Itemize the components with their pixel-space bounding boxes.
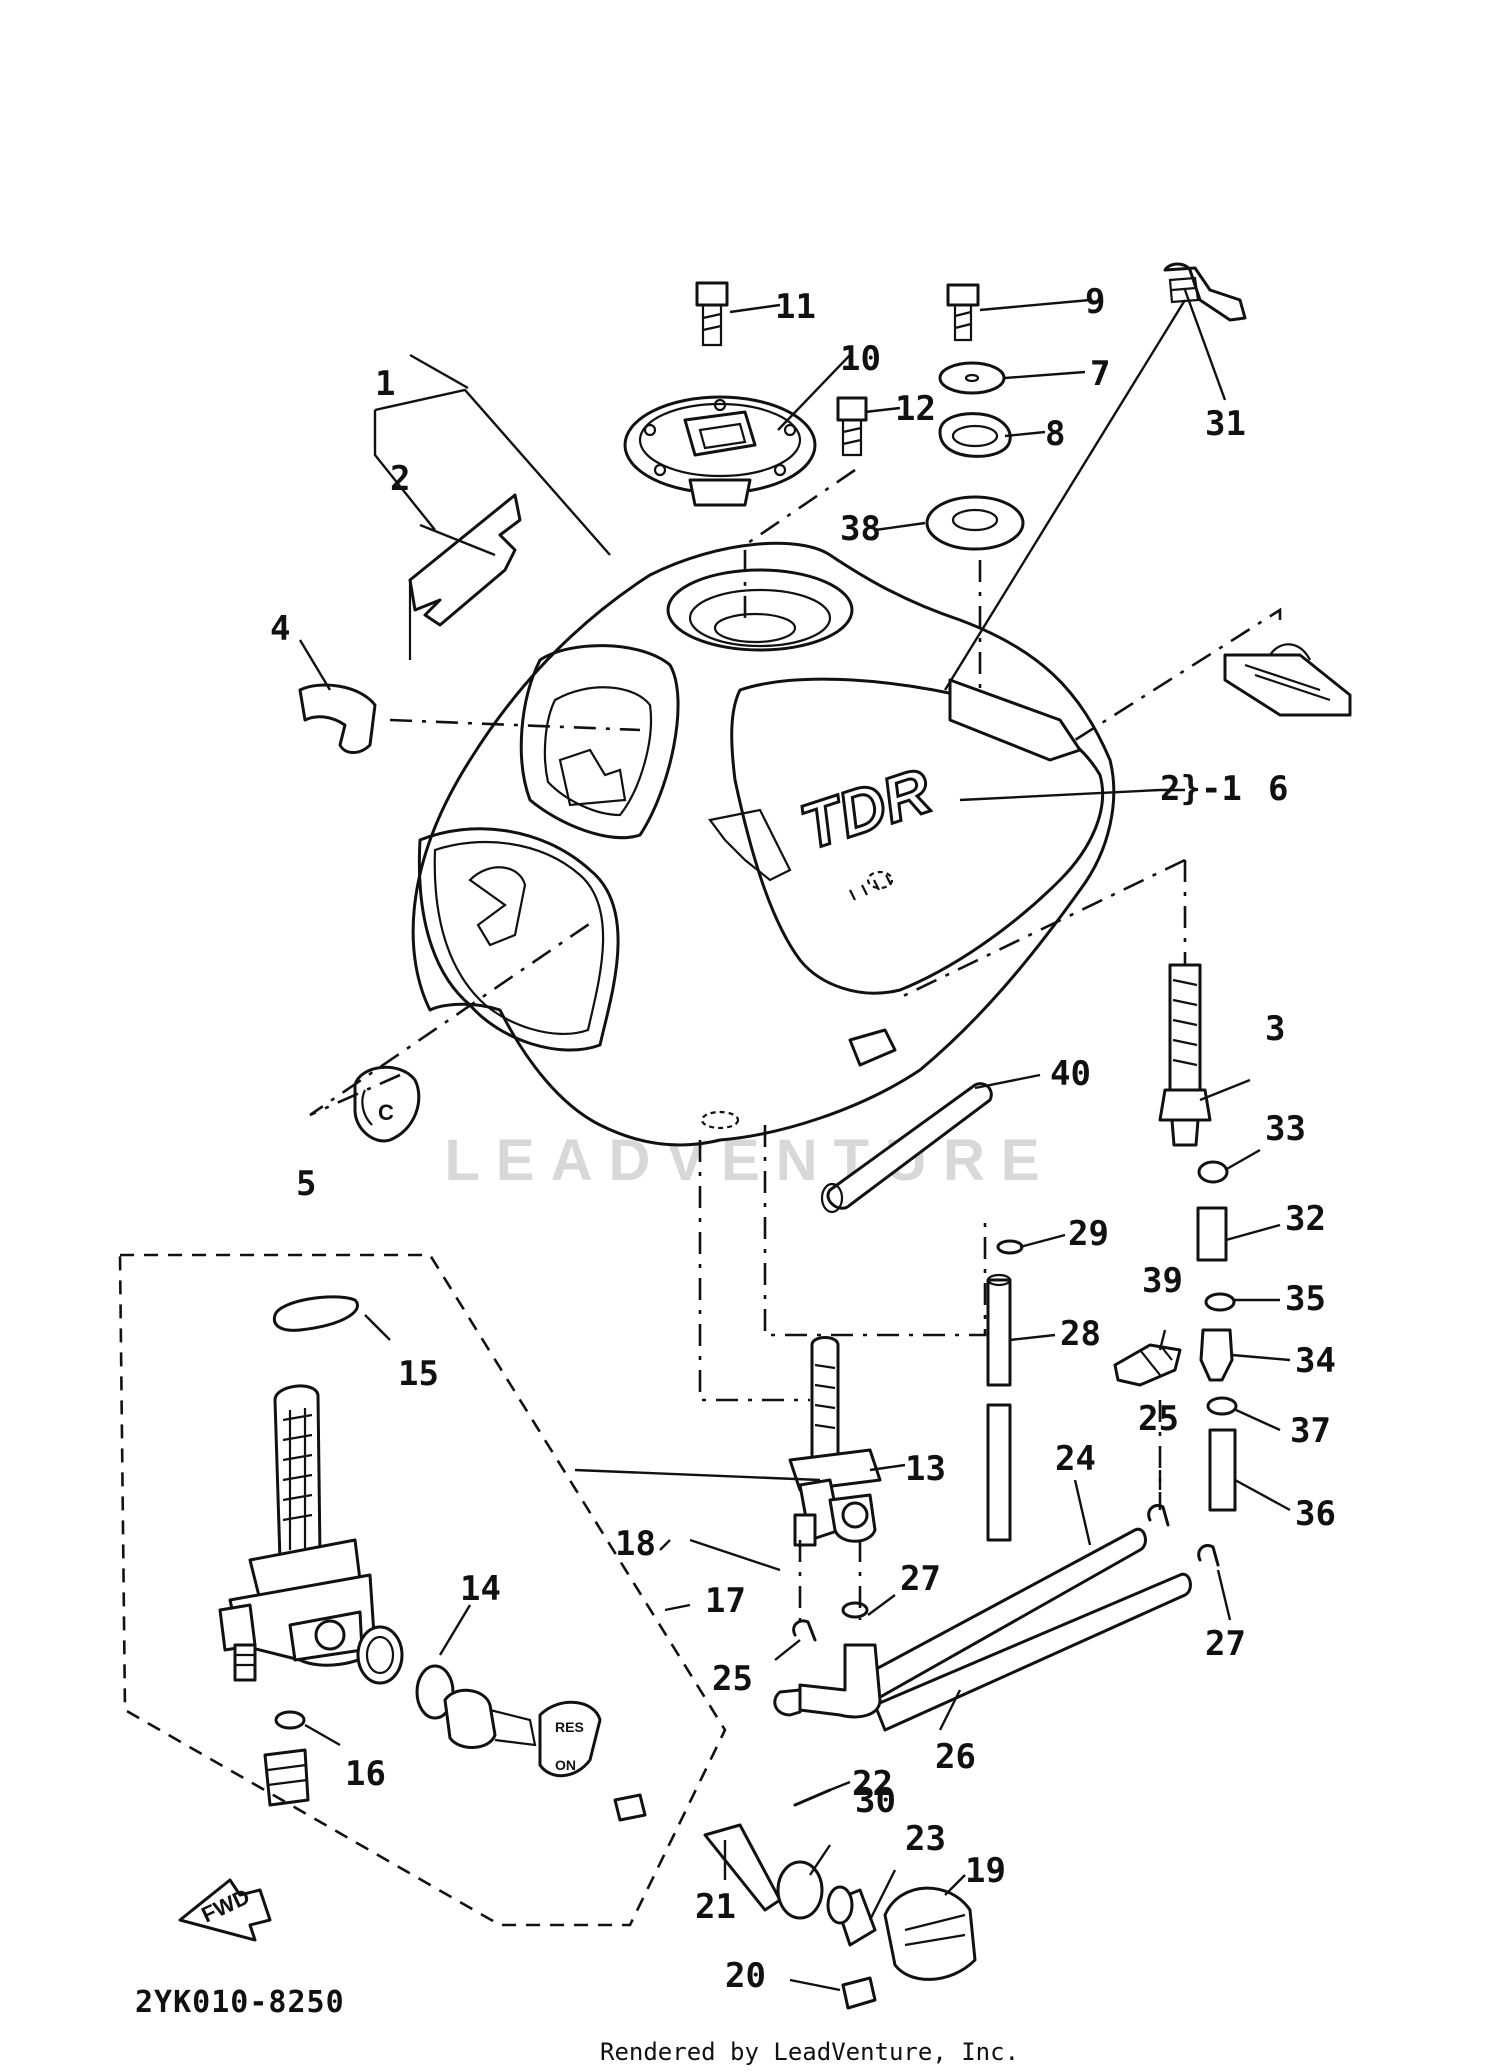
callout-11: 11 xyxy=(775,287,816,327)
callout-38: 38 xyxy=(840,509,881,549)
callout-28: 28 xyxy=(1060,1314,1101,1354)
callout-27-right: 27 xyxy=(1205,1624,1246,1664)
callout-25-lower: 25 xyxy=(712,1659,753,1699)
leader-lines xyxy=(298,289,1291,1992)
hoses xyxy=(773,1082,1220,1732)
callout-18: 18 xyxy=(615,1524,656,1564)
callout-1: 1 xyxy=(375,364,395,404)
fuel-tank: TDR xyxy=(411,541,1116,1147)
callout-16: 16 xyxy=(345,1754,386,1794)
callout-32: 32 xyxy=(1285,1199,1326,1239)
callout-40: 40 xyxy=(1050,1054,1091,1094)
callout-15: 15 xyxy=(398,1354,439,1394)
callout-30: 30 xyxy=(855,1781,896,1821)
callout-24: 24 xyxy=(1055,1439,1096,1479)
callout-14: 14 xyxy=(460,1569,501,1609)
callout-2: 2 xyxy=(390,459,410,499)
hose-fittings xyxy=(1113,1160,1238,1512)
callout-2-1: 2}-1 xyxy=(1160,769,1242,809)
callout-21: 21 xyxy=(695,1887,736,1927)
side-parts: C xyxy=(298,493,1352,1143)
fwd-arrow: FWD xyxy=(178,1878,272,1942)
callout-36: 36 xyxy=(1295,1494,1336,1534)
callout-5: 5 xyxy=(296,1164,316,1204)
callout-7: 7 xyxy=(1090,354,1110,394)
cushion-letter: C xyxy=(378,1100,394,1125)
fuel-cock-exploded: RES ON xyxy=(218,1295,977,2010)
callout-12: 12 xyxy=(895,389,936,429)
callout-19: 19 xyxy=(965,1851,1006,1891)
callout-22: 22 xyxy=(852,1764,893,1804)
callout-33: 33 xyxy=(1265,1109,1306,1149)
callouts: 1 2 2}-1 3 4 5 6 7 8 9 10 11 12 13 14 15… xyxy=(270,282,1336,1996)
render-credit: Rendered by LeadVenture, Inc. xyxy=(600,2038,1019,2066)
callout-34: 34 xyxy=(1295,1341,1336,1381)
callout-10: 10 xyxy=(840,339,881,379)
callout-23: 23 xyxy=(905,1819,946,1859)
filler-cap-assembly xyxy=(623,262,1247,551)
callout-29: 29 xyxy=(1068,1214,1109,1254)
watermark-text: LEADVENTURE xyxy=(444,1128,1055,1193)
callout-4: 4 xyxy=(270,609,290,649)
callout-25-upper: 25 xyxy=(1138,1399,1179,1439)
callout-27-left: 27 xyxy=(900,1559,941,1599)
callout-37: 37 xyxy=(1290,1411,1331,1451)
callout-6: 6 xyxy=(1268,769,1288,809)
callout-17: 17 xyxy=(705,1581,746,1621)
callout-26: 26 xyxy=(935,1737,976,1777)
callout-31: 31 xyxy=(1205,404,1246,444)
callout-20: 20 xyxy=(725,1956,766,1996)
assembly-lines xyxy=(118,468,1282,1927)
dial-mark-res: RES xyxy=(555,1719,584,1735)
callout-8: 8 xyxy=(1045,414,1065,454)
dial-mark-on: ON xyxy=(555,1757,576,1773)
callout-35: 35 xyxy=(1285,1279,1326,1319)
fuel-cock-mounted xyxy=(788,1336,882,1547)
callout-13: 13 xyxy=(905,1449,946,1489)
drawing-code: 2YK010-8250 xyxy=(135,1985,345,2020)
callout-9: 9 xyxy=(1085,282,1105,322)
fuel-filter xyxy=(1158,963,1212,1147)
callout-3: 3 xyxy=(1265,1009,1285,1049)
callout-39: 39 xyxy=(1142,1261,1183,1301)
